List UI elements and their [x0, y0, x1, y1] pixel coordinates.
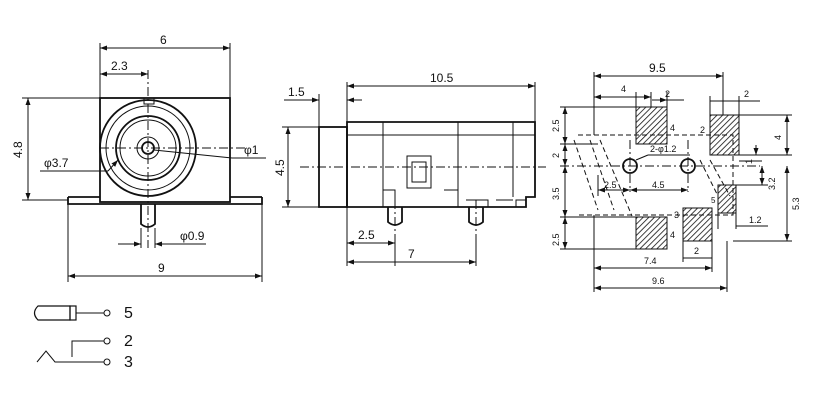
pcb-pad-gap-left: 2 — [551, 153, 561, 158]
pcb-span-left: 2.5 — [604, 180, 617, 190]
post-diameter: φ0.9 — [180, 229, 205, 243]
barrel-diameter: φ3.7 — [44, 156, 69, 170]
front-offset-dim: 2.3 — [111, 59, 128, 73]
side-height-dim: 4.5 — [273, 159, 287, 176]
pcb-pad-height-right: 4 — [773, 135, 783, 140]
pcb-pad-height-top: 2.5 — [551, 119, 561, 132]
pad-num-top-left: 4 — [670, 123, 675, 133]
schematic-pin-5: 5 — [124, 305, 133, 322]
pcb-layout: 4 2 1 4 3 5 9.5 4 2 2 4 — [551, 61, 801, 292]
pcb-height-overall: 5.3 — [791, 197, 801, 210]
hole-left — [622, 158, 638, 174]
pcb-span-74: 7.4 — [644, 256, 657, 266]
hole-right — [680, 158, 696, 174]
pcb-pad-width-b: 2 — [744, 89, 749, 99]
front-overall-width: 9 — [158, 261, 165, 275]
pcb-span-holes: 4.5 — [652, 180, 665, 190]
side-pin-span: 7 — [408, 247, 415, 261]
schematic-symbol: 5 2 3 — [33, 305, 133, 371]
pad-bottom-mid — [682, 207, 713, 242]
front-view: 6 2.3 4.8 φ3.7 φ1 φ0.9 9 — [11, 33, 266, 282]
pad-top-left — [635, 106, 668, 145]
front-height-dim: 4.8 — [11, 141, 25, 158]
schematic-pin-2: 2 — [124, 333, 133, 350]
pad-bottom-right — [717, 184, 737, 214]
pcb-height-lower: 3.5 — [551, 187, 561, 200]
front-width-dim: 6 — [160, 33, 167, 47]
pcb-span-96: 9.6 — [652, 276, 665, 286]
pad-num-top-right: 2 — [700, 125, 705, 135]
pcb-pad-height-bottom: 2.5 — [551, 233, 561, 246]
pcb-pad-width-a: 2 — [665, 89, 670, 99]
pcb-pad-offset: 4 — [621, 84, 626, 94]
pad-top-right — [709, 114, 740, 156]
pad-bottom-left — [635, 216, 668, 250]
pad-num-bottom-right: 5 — [711, 196, 716, 205]
pin-diameter: φ1 — [244, 143, 259, 157]
side-nose-dim: 1.5 — [288, 85, 305, 99]
side-view: 10.5 1.5 4.5 2.5 7 — [273, 71, 546, 266]
schematic-pin-3: 3 — [124, 354, 133, 371]
side-length-dim: 10.5 — [430, 71, 454, 85]
pad-num-bottom-left: 4 — [670, 230, 675, 240]
pcb-pad3-width: 2 — [694, 246, 699, 256]
pcb-overall-width: 9.5 — [649, 61, 666, 75]
pad-num-bottom-mid: 3 — [674, 210, 679, 220]
pcb-pad5-width: 1.2 — [749, 215, 762, 225]
pcb-hole-spec: 2-φ1.2 — [650, 144, 676, 154]
pcb-height-mid: 3.2 — [767, 177, 777, 190]
side-pin-offset: 2.5 — [358, 228, 375, 242]
